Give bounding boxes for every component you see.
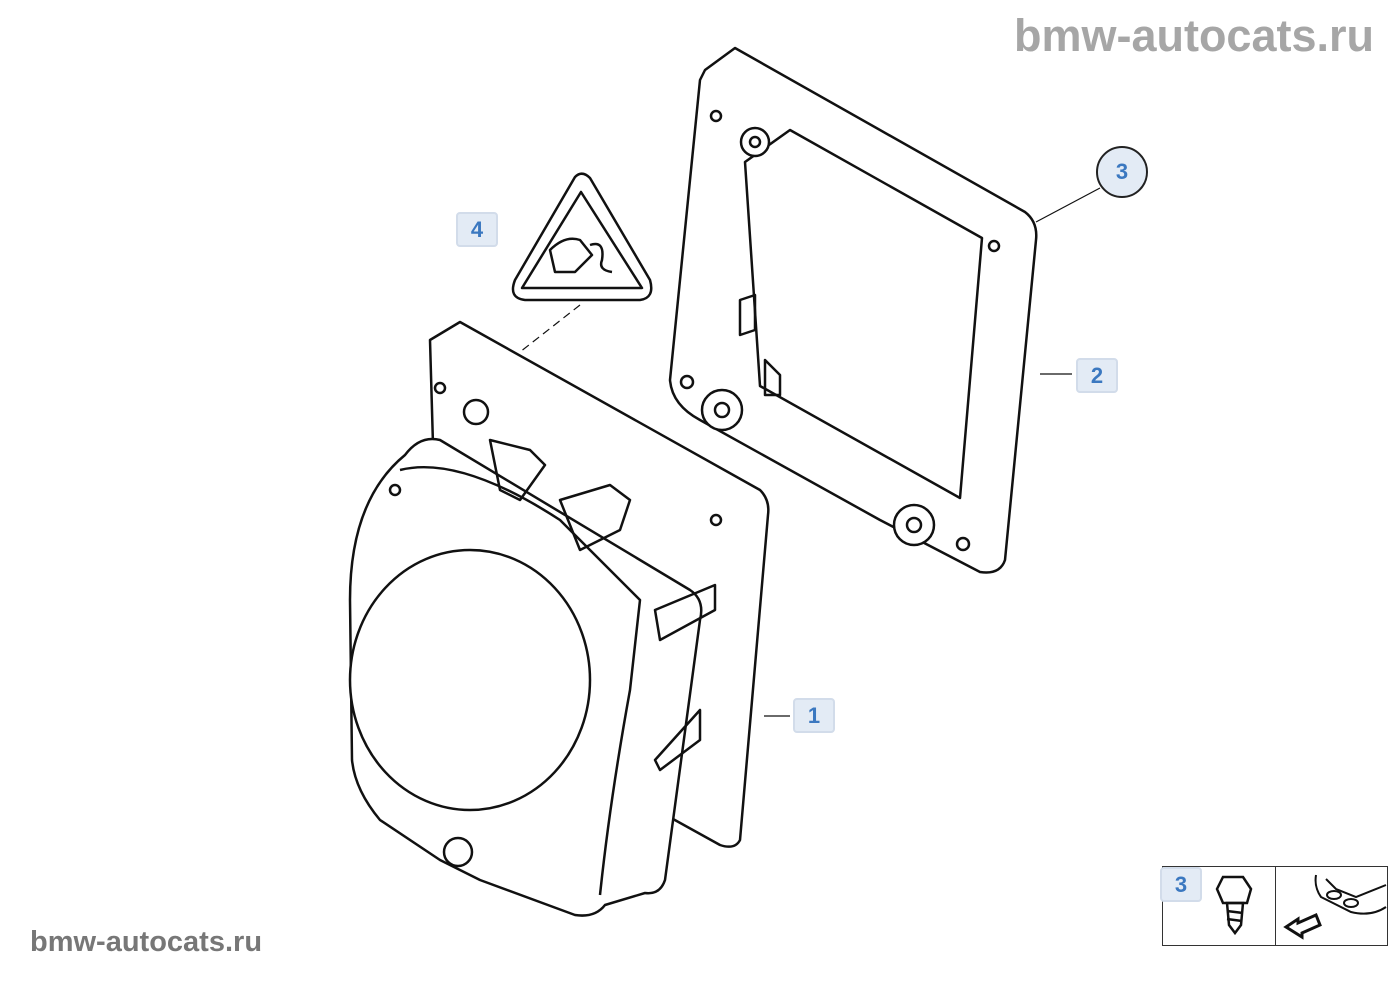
leader-lines bbox=[519, 187, 1101, 717]
callout-2[interactable]: 2 bbox=[1076, 358, 1118, 393]
callout-4[interactable]: 4 bbox=[456, 212, 498, 247]
warning-label-drawing bbox=[511, 172, 653, 302]
inset-screw-cell: 3 bbox=[1160, 867, 1275, 945]
inset-location-cell bbox=[1274, 867, 1388, 945]
inset-callout-3[interactable]: 3 bbox=[1160, 867, 1202, 902]
control-module-drawing bbox=[348, 320, 770, 917]
callout-3[interactable]: 3 bbox=[1096, 146, 1148, 198]
bolt-icon bbox=[1215, 875, 1253, 936]
mounting-frame-drawing bbox=[668, 46, 1038, 574]
screw-inset: 3 bbox=[1160, 866, 1388, 946]
watermark-top: bmw-autocats.ru bbox=[1013, 10, 1374, 61]
car-front-location-icon bbox=[1282, 874, 1387, 940]
watermark-bottom: bmw-autocats.ru bbox=[30, 926, 263, 958]
callout-1[interactable]: 1 bbox=[793, 698, 835, 733]
